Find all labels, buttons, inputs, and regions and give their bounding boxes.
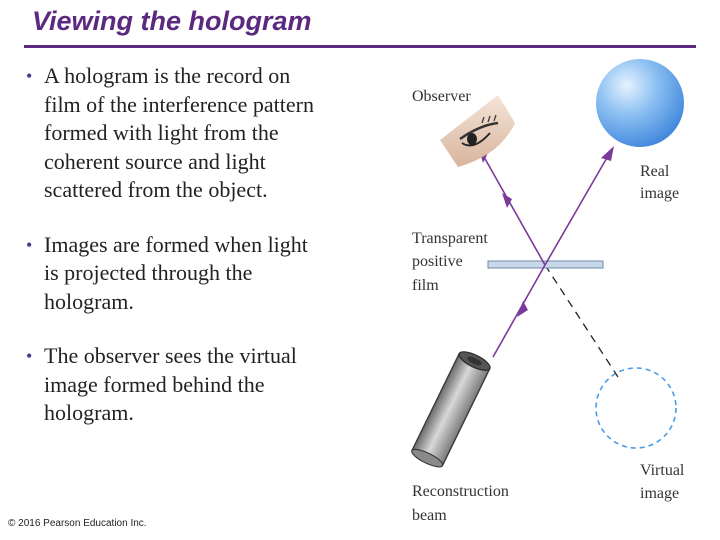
virtual-image-label: Virtual bbox=[640, 462, 685, 479]
bullet-line: hologram. bbox=[44, 400, 134, 425]
real-image-label: image bbox=[640, 185, 679, 202]
bullet-line: formed with light from the bbox=[44, 120, 279, 145]
bullet-item: • A hologram is the record on film of th… bbox=[26, 62, 396, 205]
film-label: film bbox=[412, 277, 439, 294]
bullet-line: hologram. bbox=[44, 288, 134, 314]
bullet-line: coherent source and light bbox=[44, 148, 266, 174]
reconstruction-ray bbox=[492, 264, 546, 358]
real-image-label: Real bbox=[640, 163, 670, 180]
film-label: positive bbox=[412, 253, 463, 270]
ray-arrowhead-icon bbox=[502, 193, 512, 208]
hologram-diagram: Observer Real image Transparent positive… bbox=[410, 59, 685, 524]
slide-title: Viewing the hologram bbox=[32, 6, 312, 36]
bullet-dot-icon: • bbox=[26, 66, 33, 86]
observer-ray bbox=[474, 140, 546, 266]
observer-label: Observer bbox=[412, 88, 471, 105]
copyright-notice: © 2016 Pearson Education Inc. bbox=[8, 518, 147, 529]
bullet-line: scattered from the object. bbox=[44, 177, 268, 202]
bullet-item: • Images are formed when light is projec… bbox=[26, 231, 396, 317]
bullet-dot-icon: • bbox=[26, 346, 33, 366]
virtual-ray-dashed bbox=[544, 264, 619, 378]
real-image-ray bbox=[544, 148, 613, 266]
ray-arrowhead-icon bbox=[517, 301, 528, 317]
reconstruction-beam-label: Reconstruction bbox=[412, 483, 509, 500]
observer-eye-icon bbox=[440, 95, 515, 167]
film-label: Transparent bbox=[412, 230, 488, 247]
laser-cylinder-icon bbox=[410, 351, 491, 468]
bullet-line: A hologram is the record on bbox=[44, 63, 291, 88]
bullet-line: image formed behind the bbox=[44, 371, 265, 397]
reconstruction-beam-label: beam bbox=[412, 507, 447, 524]
bullet-dot-icon: • bbox=[26, 234, 33, 255]
virtual-image-circle bbox=[595, 367, 677, 449]
ray-arrowhead-icon bbox=[601, 146, 614, 161]
virtual-image-label: image bbox=[640, 485, 679, 502]
bullet-line: The observer sees the virtual bbox=[44, 343, 297, 368]
bullet-list: • A hologram is the record on film of th… bbox=[26, 62, 396, 454]
title-rule bbox=[24, 45, 696, 48]
real-image-sphere bbox=[596, 59, 684, 147]
bullet-item: • The observer sees the virtual image fo… bbox=[26, 342, 396, 428]
bullet-line: is projected through the bbox=[44, 260, 253, 285]
bullet-line: Images are formed when light bbox=[44, 231, 308, 257]
bullet-line: film of the interference pattern bbox=[44, 91, 314, 117]
